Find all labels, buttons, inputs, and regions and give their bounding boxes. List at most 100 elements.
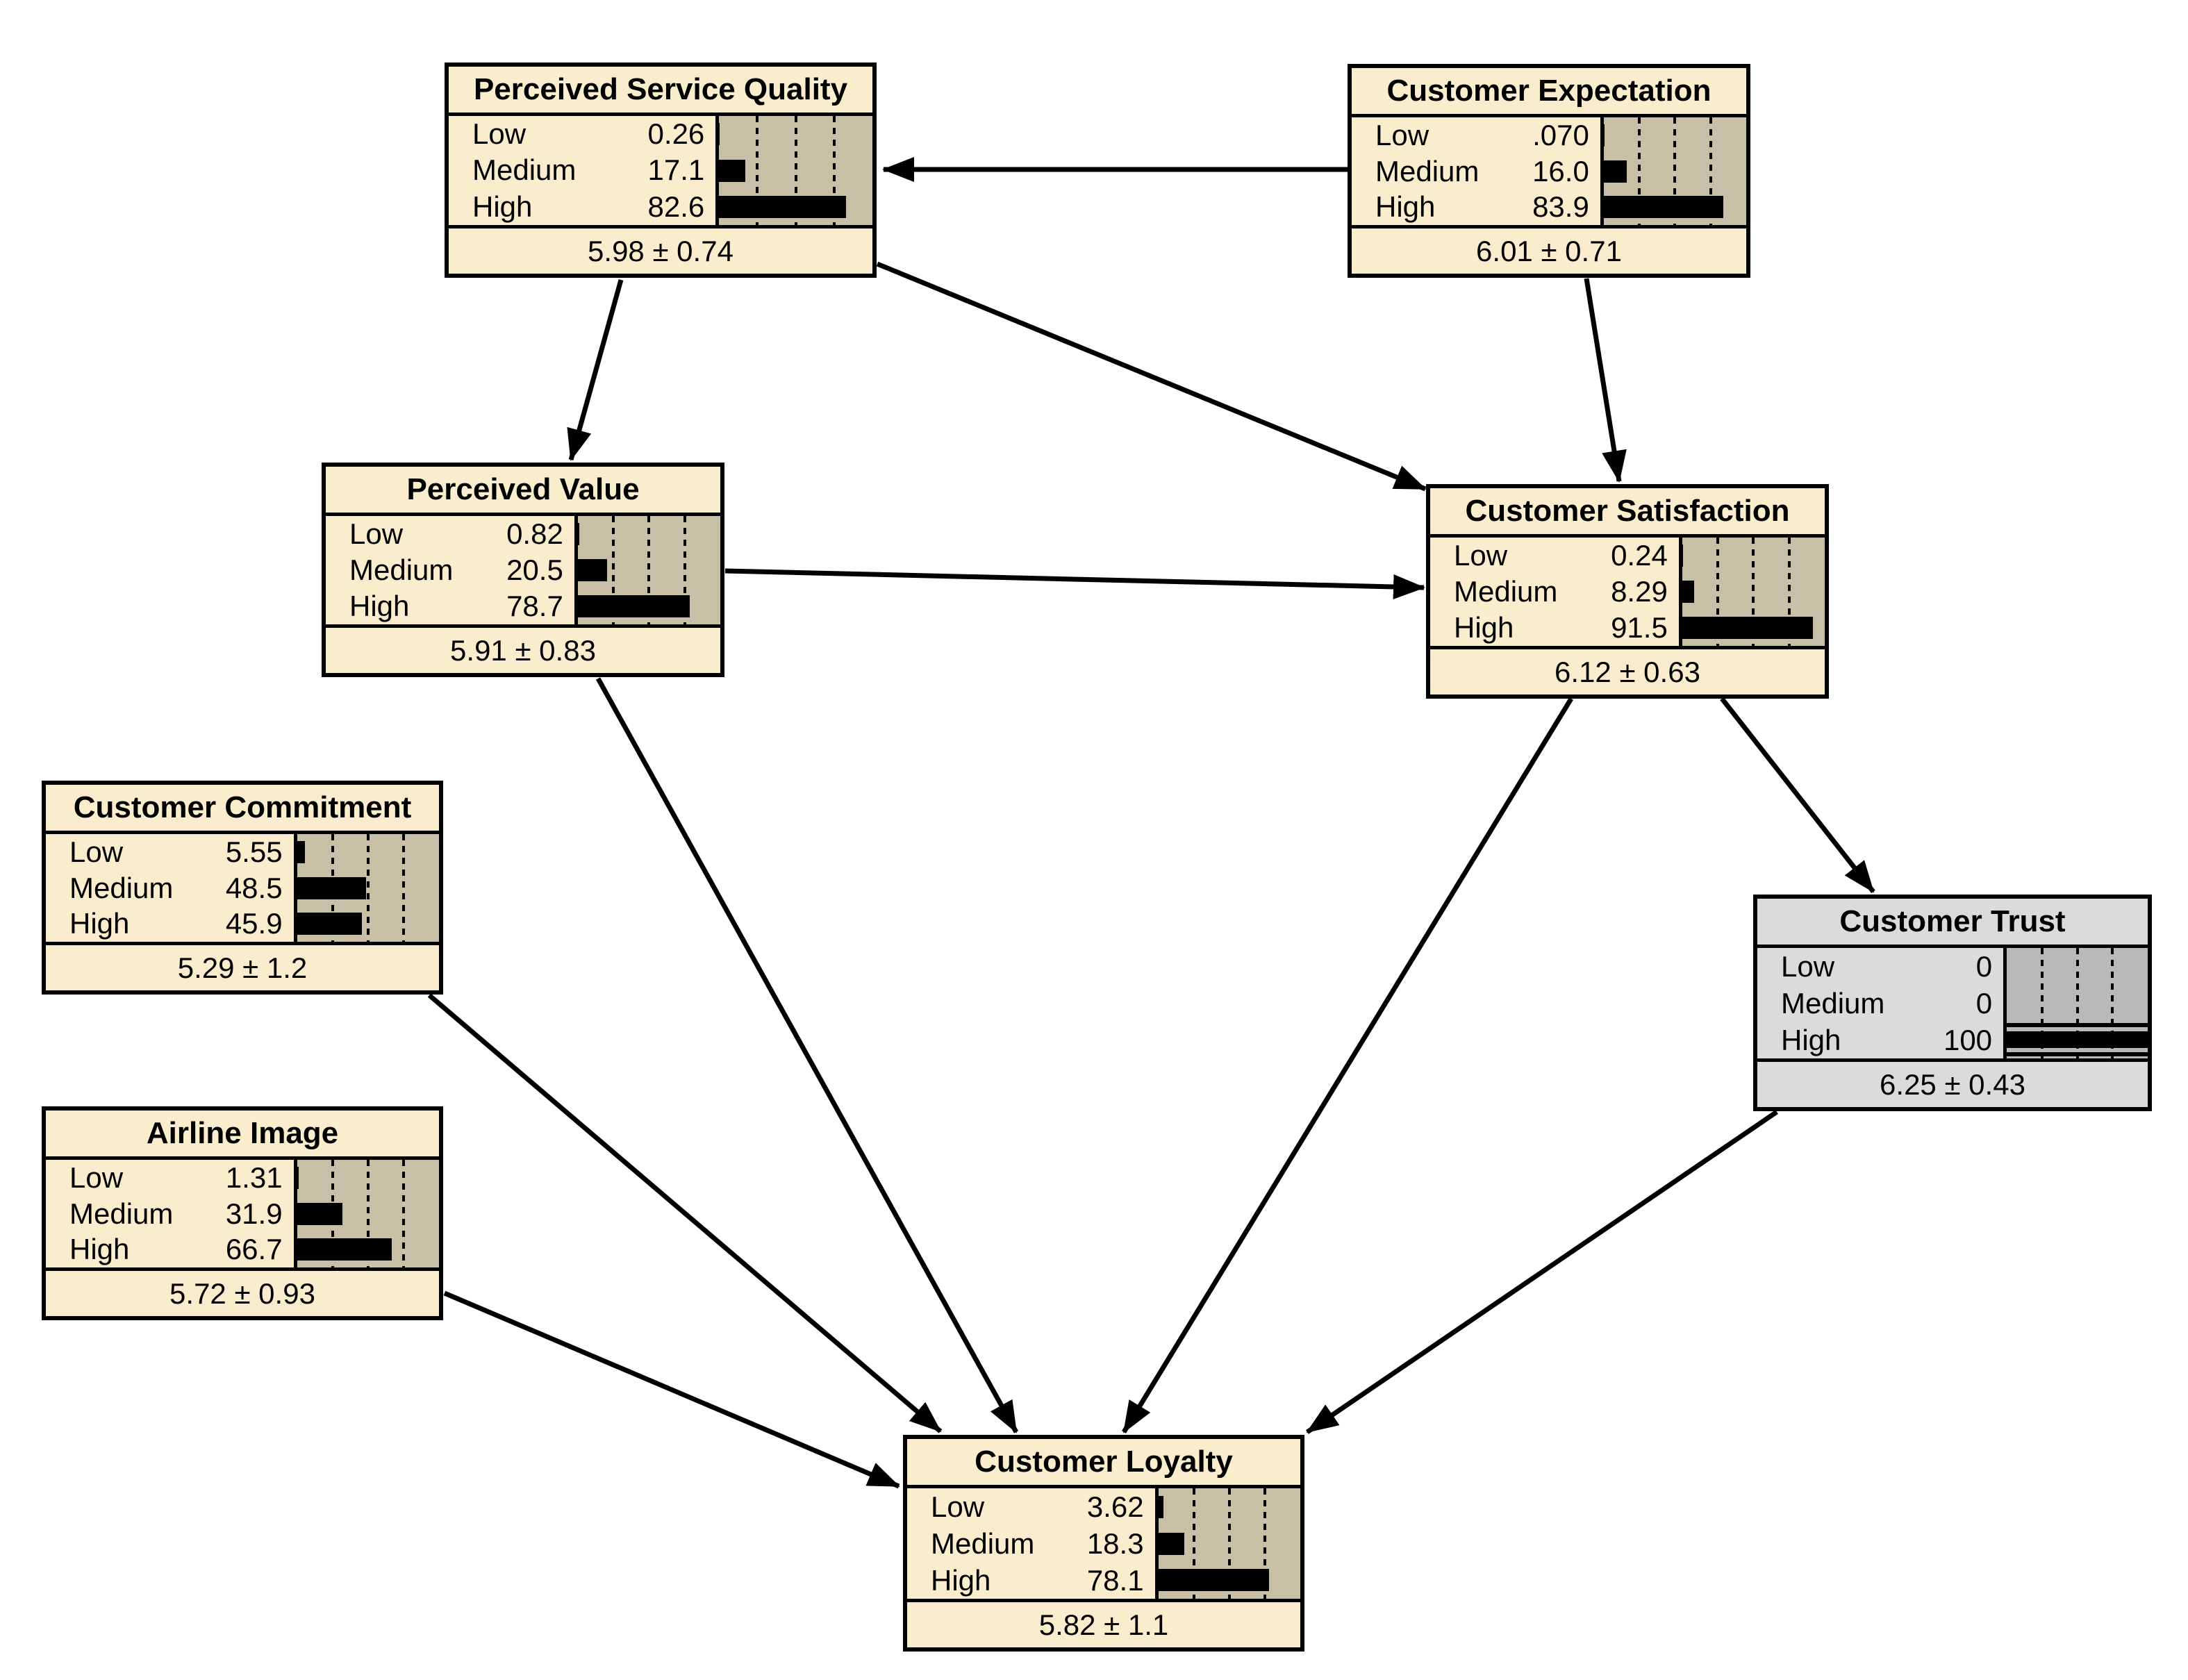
edge-satisfaction-to-loyalty [1122,697,1573,1433]
edge-perceived-value-to-satisfaction [724,568,1425,599]
gridline-25 [1716,538,1720,646]
state-value: 31.9 [225,1197,283,1230]
node-customer-commitment[interactable]: Customer Commitment Low 5.55 Medium 48.5 H… [42,781,443,995]
state-value: 0.24 [1611,539,1668,572]
state-value: 78.1 [1086,1563,1144,1597]
belief-bar-medium [1682,581,1694,603]
node-title: Customer Loyalty [907,1439,1300,1488]
belief-bar-high [1158,1569,1270,1592]
state-row-medium[interactable]: Medium 16.0 [1352,153,1600,190]
belief-bar-panel [715,116,872,225]
belief-bar-high [719,195,846,218]
gridline-25 [1638,117,1641,225]
state-row-low[interactable]: Low.070 [1352,117,1600,153]
edge-perceived-value-to-loyalty [595,677,1019,1433]
state-value: 45.9 [225,907,283,940]
state-label: Medium [69,1197,174,1230]
state-label: High [1454,611,1514,644]
belief-bar-high-evidence [2007,1023,2148,1057]
state-row-high[interactable]: High 45.9 [46,906,294,942]
gridline-25 [612,516,615,624]
state-value: 16.0 [1532,154,1589,188]
state-label: Low [69,835,124,868]
state-label: Medium [472,153,577,187]
gridline-25 [2040,948,2044,1058]
node-mean: 5.82 ± 1.1 [907,1599,1300,1647]
state-row-low[interactable]: Low 0.24 [1430,538,1679,574]
edge-commitment-to-loyalty [427,993,943,1433]
state-row-low[interactable]: Low 1.31 [46,1160,294,1196]
edge-satisfaction-to-trust [1720,697,1875,894]
node-title: Perceived Value [326,467,720,516]
state-label: Low [1454,539,1508,572]
state-value: 0 [1975,949,1993,983]
state-label: High [1781,1023,1841,1056]
belief-bar-high [1603,196,1723,219]
state-label: Medium [349,554,454,586]
gridline-50 [1673,117,1677,225]
node-mean: 6.01 ± 0.71 [1352,225,1746,274]
state-row-low[interactable]: Low 5.55 [46,834,294,870]
node-title: Perceived Service Quality [449,67,872,116]
state-label: High [69,1233,130,1266]
belief-bar-medium [297,876,366,899]
state-value: 1.31 [225,1161,283,1194]
belief-bar-high [1682,616,1813,639]
node-title: Airline Image [46,1111,439,1160]
state-value: 48.5 [225,871,283,904]
node-mean: 5.91 ± 0.83 [326,624,720,673]
edge-service-quality-to-satisfaction [876,261,1427,492]
belief-bar-high [577,594,690,617]
node-title: Customer Satisfaction [1430,488,1825,538]
state-row-medium[interactable]: Medium 20.5 [326,552,574,588]
state-label: Medium [69,871,174,904]
node-title: Customer Commitment [46,785,439,834]
gridline-50 [1752,538,1755,646]
belief-bar-low [1158,1495,1163,1518]
belief-bar-panel [2003,948,2148,1058]
gridline-50 [794,116,797,225]
belief-bar-low [719,123,720,146]
state-label: Low [69,1161,124,1194]
state-value: 5.55 [225,835,283,868]
state-row-medium[interactable]: Medium 31.9 [46,1196,294,1232]
state-label: Medium [931,1527,1035,1560]
state-label: High [69,907,130,940]
state-value: 0 [1975,986,1993,1020]
belief-bar-medium [1158,1532,1184,1555]
state-value: 20.5 [506,554,563,586]
gridline-50 [647,516,651,624]
state-label: Medium [1375,154,1480,188]
edge-image-to-loyalty [443,1290,900,1489]
state-row-medium[interactable]: Medium 48.5 [46,870,294,906]
state-label: Medium [1454,575,1558,608]
belief-bar-low [297,1166,299,1189]
belief-bar-high [297,913,363,935]
